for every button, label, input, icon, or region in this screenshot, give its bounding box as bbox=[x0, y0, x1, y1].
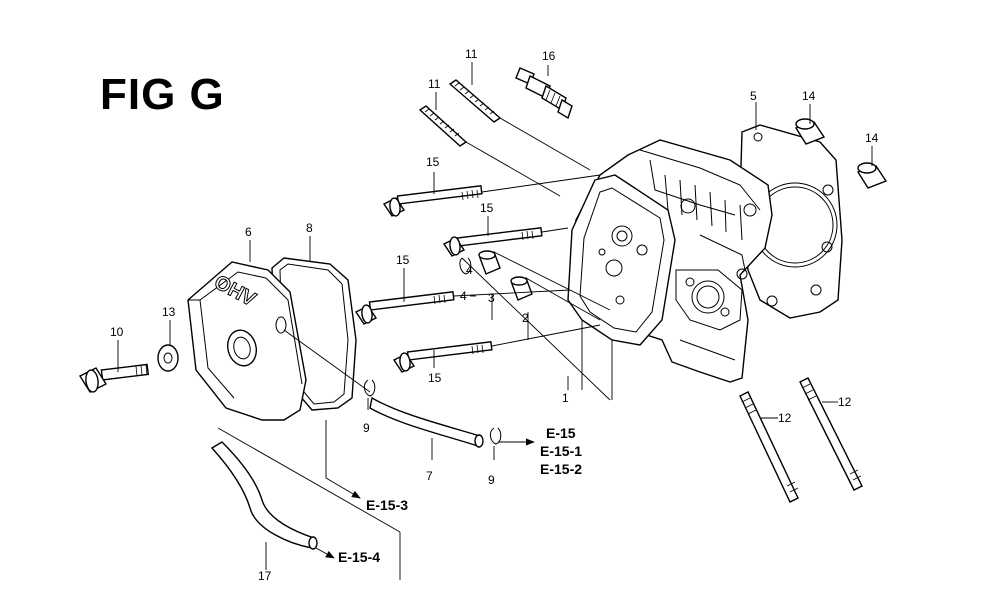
reference-arrows bbox=[315, 420, 535, 559]
callout-11: 11 bbox=[428, 77, 441, 91]
ref-e15-3: E-15-3 bbox=[366, 497, 408, 513]
callout-12-left: 12 bbox=[778, 411, 792, 425]
long-stud-right bbox=[799, 377, 863, 491]
drain-tube bbox=[210, 441, 318, 550]
callout-17: 17 bbox=[258, 569, 272, 583]
figure-title: FIG G bbox=[100, 70, 225, 119]
hose-clamp-left bbox=[363, 379, 376, 397]
callout-9-right: 9 bbox=[488, 473, 495, 487]
callout-2: 2 bbox=[522, 311, 529, 325]
callout-10: 10 bbox=[110, 325, 124, 339]
assembly-lines bbox=[117, 62, 873, 580]
spring-clip-4 bbox=[459, 257, 472, 275]
flange-bolt-bottom bbox=[392, 341, 493, 373]
dowel-pin-lower bbox=[856, 162, 888, 189]
spark-plug bbox=[515, 67, 573, 120]
callout-6: 6 bbox=[245, 225, 252, 239]
callout-15-bottom: 15 bbox=[428, 371, 442, 385]
long-stud-left bbox=[739, 391, 799, 503]
callout-11-top: 11 bbox=[465, 47, 478, 61]
ref-e15-4: E-15-4 bbox=[338, 549, 380, 565]
sealing-washer bbox=[157, 344, 179, 372]
flange-bolt-middle bbox=[442, 227, 543, 257]
callout-15-center: 15 bbox=[396, 253, 410, 267]
breather-hose bbox=[369, 396, 484, 448]
dowel-pin-upper bbox=[794, 118, 826, 145]
callout-4-upper: 4 bbox=[466, 263, 473, 277]
ref-e15-1: E-15-1 bbox=[540, 443, 582, 459]
callout-12-right: 12 bbox=[838, 395, 852, 409]
reference-labels: E-15 E-15-1 E-15-2 E-15-3 E-15-4 bbox=[338, 425, 582, 565]
callout-9-left: 9 bbox=[363, 421, 370, 435]
callout-3: 3 bbox=[488, 291, 495, 305]
ref-e15: E-15 bbox=[546, 425, 576, 441]
callout-14-upper: 14 bbox=[802, 89, 816, 103]
flange-bolt-center bbox=[354, 291, 455, 325]
callout-15-top: 15 bbox=[426, 155, 440, 169]
stud-bolt-lower bbox=[418, 105, 468, 147]
callout-13: 13 bbox=[162, 305, 176, 319]
ref-e15-2: E-15-2 bbox=[540, 461, 582, 477]
callout-1: 1 bbox=[562, 391, 569, 405]
cover-bolt bbox=[78, 363, 150, 393]
callout-8: 8 bbox=[306, 221, 313, 235]
dowel-pin-2 bbox=[510, 276, 533, 301]
stud-bolt-upper bbox=[448, 79, 502, 123]
callout-7: 7 bbox=[426, 469, 433, 483]
callout-16: 16 bbox=[542, 49, 556, 63]
flange-bolt-top bbox=[382, 185, 483, 217]
callout-4-lower: 4 bbox=[460, 289, 467, 303]
callout-5: 5 bbox=[750, 89, 757, 103]
callout-15-middle: 15 bbox=[480, 201, 494, 215]
callout-14-lower: 14 bbox=[865, 131, 879, 145]
hose-clamp-right bbox=[489, 427, 502, 445]
rocker-cover: OHV bbox=[187, 261, 307, 421]
dowel-pin-3 bbox=[478, 250, 501, 275]
callout-labels: 11 11 16 5 14 14 15 15 15 15 6 8 13 10 4… bbox=[110, 47, 879, 583]
